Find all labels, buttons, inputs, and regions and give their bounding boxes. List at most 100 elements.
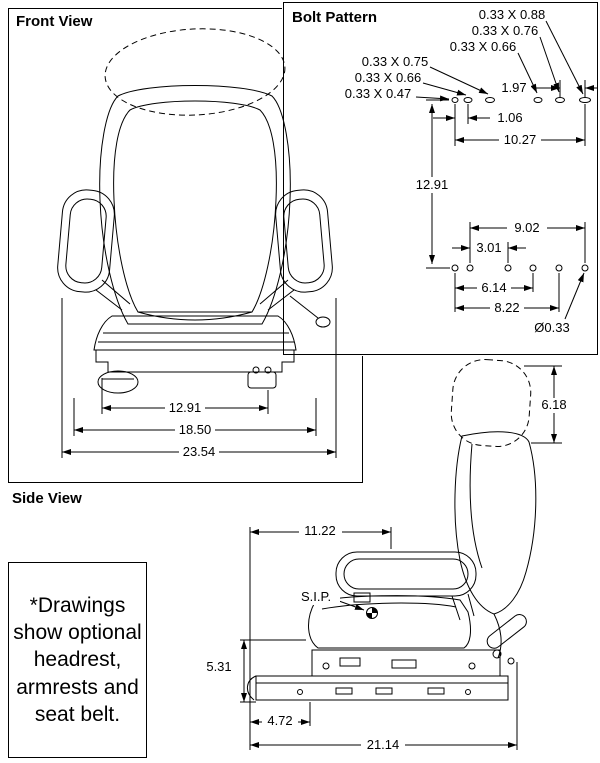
- headrest-outline: [450, 359, 532, 447]
- dim-label-197: 1.97: [497, 80, 531, 95]
- recline-lever-knob: [315, 316, 331, 328]
- front-view-title: Front View: [16, 13, 93, 30]
- dim-text: 3.01: [476, 240, 501, 255]
- dim-text: 10.27: [504, 132, 537, 147]
- suspension-bolt: [468, 662, 476, 670]
- leader-line: [564, 272, 585, 320]
- dim-text: 8.22: [494, 300, 519, 315]
- note-text: *Drawings show optional headrest, armres…: [13, 593, 142, 726]
- slot-label: 0.33 X 0.66: [450, 39, 517, 54]
- front-view-panel-border: [8, 8, 363, 483]
- front-hook: [247, 675, 257, 701]
- base-bolt: [297, 689, 303, 695]
- sip-symbol: [366, 607, 378, 619]
- side-view-drawing: [247, 359, 537, 701]
- dim-text: 1.97: [501, 80, 526, 95]
- dim-text: 23.54: [183, 444, 216, 459]
- side-view-title: Side View: [12, 490, 82, 507]
- leader-line: [422, 82, 467, 96]
- dim-label-2114: 21.14: [361, 737, 405, 753]
- suspension-slot: [391, 659, 417, 669]
- dim-label-614: 6.14: [477, 280, 511, 295]
- armrest-inner: [343, 558, 469, 590]
- lever-bolt: [507, 657, 515, 665]
- dim-label-106: 1.06: [493, 110, 527, 125]
- dim-text: 11.22: [304, 523, 336, 538]
- dim-text: 6.18: [541, 397, 566, 412]
- base-slot: [375, 687, 393, 695]
- bolt-hole: [451, 264, 459, 272]
- bolt-slot: [451, 97, 459, 103]
- suspension-bolt: [322, 662, 330, 670]
- connector-knob: [252, 366, 260, 374]
- dim-text: 12.91: [416, 177, 449, 192]
- lumbar-line: [137, 311, 253, 321]
- base-slot: [335, 687, 353, 695]
- connector-knob: [264, 366, 272, 374]
- headrest-outline: [104, 28, 286, 116]
- bolt-slot: [555, 97, 565, 103]
- dim-label-1122: 11.22: [299, 523, 342, 539]
- slot-label: 0.33 X 0.76: [472, 23, 539, 38]
- rear-link: [493, 613, 502, 659]
- dim-text: 4.72: [267, 713, 292, 728]
- leader-line: [517, 52, 538, 94]
- bolt-pattern-title: Bolt Pattern: [292, 9, 378, 26]
- sip-label: S.I.P.: [292, 589, 340, 605]
- side-view-dimensions: 6.18 11.22 S.I.P. 5.31 4.72: [201, 365, 574, 753]
- cushion-pleats: [98, 332, 294, 343]
- base-slot: [427, 687, 445, 695]
- bolt-slot: [485, 97, 495, 103]
- bolt-slot: [533, 97, 543, 103]
- base-bolt: [465, 689, 471, 695]
- front-view-dimensions: 12.91 18.50 23.54: [61, 298, 337, 460]
- sip-leader: [338, 600, 365, 611]
- suspension-knob: [97, 370, 139, 394]
- bolt-hole: [466, 264, 474, 272]
- seat-cushion: [93, 315, 297, 351]
- slot-label: 0.33 X 0.88: [479, 7, 546, 22]
- dim-text: 21.14: [367, 737, 400, 752]
- dim-label-hole-dia: Ø0.33: [527, 320, 577, 335]
- backrest: [454, 431, 537, 615]
- backrest-inner-contour: [469, 443, 483, 569]
- seat-base: [95, 350, 295, 373]
- dim-label-front-inner: 12.91: [165, 400, 205, 416]
- bolt-slot: [463, 97, 473, 103]
- leader-line: [545, 20, 584, 95]
- dim-label-front-outer: 23.54: [179, 444, 219, 460]
- slot-label: 0.33 X 0.66: [355, 70, 422, 85]
- dim-label-472: 4.72: [262, 713, 298, 729]
- dim-label-902: 9.02: [507, 220, 547, 236]
- dim-text: 1.06: [497, 110, 522, 125]
- base-connector: [247, 371, 277, 389]
- dim-text: 6.14: [481, 280, 506, 295]
- left-armrest: [57, 189, 115, 293]
- backrest-inner-contour: [113, 100, 277, 313]
- dim-label-front-mid: 18.50: [175, 422, 215, 438]
- dim-label-1291: 12.91: [411, 177, 454, 193]
- dim-text: 12.91: [169, 400, 202, 415]
- dim-text: S.I.P.: [301, 589, 331, 604]
- leader-line: [429, 66, 489, 95]
- right-armrest-bracket: [259, 279, 295, 311]
- dim-label-822: 8.22: [490, 300, 524, 315]
- dim-label-618: 6.18: [534, 397, 574, 413]
- bolt-slot: [579, 97, 591, 103]
- slot-label: 0.33 X 0.47: [345, 86, 412, 101]
- recline-lever: [486, 614, 527, 649]
- bolt-hole: [529, 264, 537, 272]
- bolt-pattern-drawing: 0.33 X 0.88 0.33 X 0.76 0.33 X 0.66 0.33…: [345, 7, 598, 335]
- armrest-support: [451, 593, 475, 621]
- dim-label-1027: 10.27: [499, 132, 541, 148]
- front-view-drawing: [57, 28, 333, 394]
- bolt-hole: [555, 264, 563, 272]
- armrest-mount: [353, 592, 371, 603]
- seat-cushion: [308, 595, 472, 649]
- bolt-pattern-panel-border: [283, 2, 598, 355]
- bolt-hole: [581, 264, 589, 272]
- cushion-top-line: [321, 602, 457, 610]
- slot-label: 0.33 X 0.75: [362, 54, 429, 69]
